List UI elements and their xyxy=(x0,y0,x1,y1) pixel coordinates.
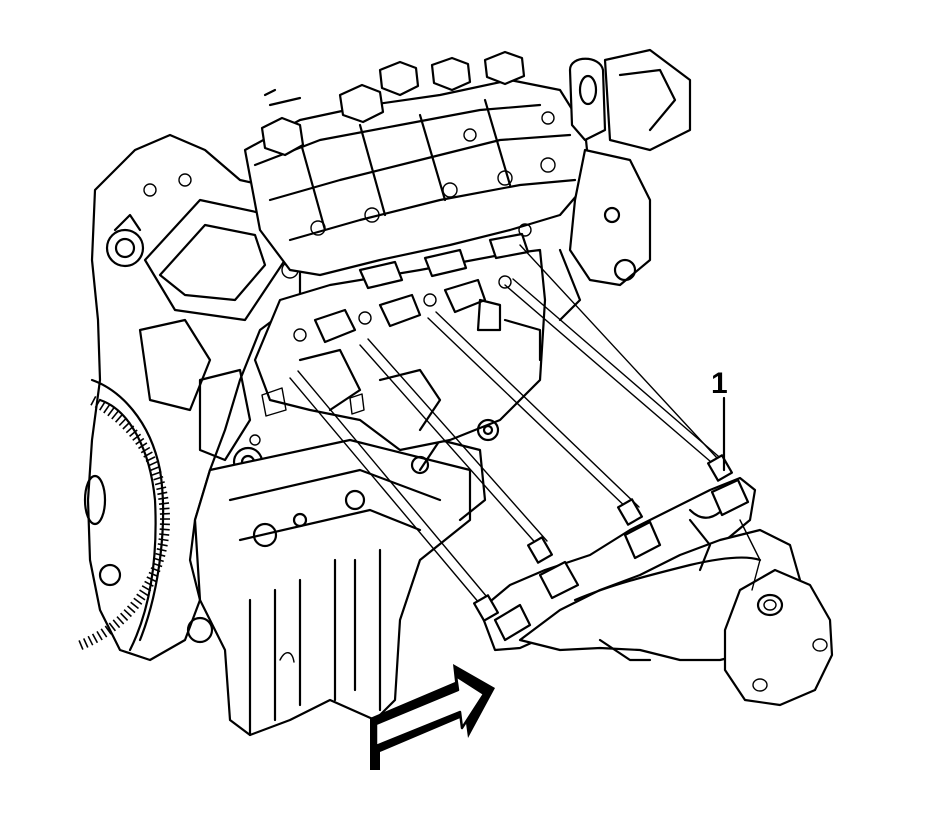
flywheel-tooth xyxy=(141,585,152,592)
flywheel-tooth xyxy=(157,543,168,547)
flywheel-tooth xyxy=(87,635,94,646)
flywheel-tooth xyxy=(94,398,102,409)
oil-pan xyxy=(193,438,487,737)
flywheel-tooth xyxy=(122,421,131,430)
flywheel-tooth xyxy=(125,425,135,434)
flywheel-tooth xyxy=(150,567,161,573)
flywheel-tooth xyxy=(133,597,143,605)
flywheel-tooth xyxy=(111,410,119,420)
flywheel-tooth xyxy=(126,605,136,614)
flywheel-tooth xyxy=(159,507,170,510)
flywheel-tooth xyxy=(154,481,165,486)
flywheel-tooth xyxy=(116,616,125,625)
flywheel-tooth xyxy=(147,460,158,467)
flywheel-tooth xyxy=(104,625,112,635)
flywheel-tooth xyxy=(153,557,164,563)
flywheel-tooth xyxy=(91,633,99,644)
intake-manifold xyxy=(243,48,692,322)
flywheel-tooth xyxy=(144,580,154,587)
flywheel-tooth xyxy=(129,429,138,438)
stud-alignment-lines xyxy=(289,244,731,611)
flywheel-tooth xyxy=(107,407,115,417)
engine-block xyxy=(78,133,302,662)
flywheel-tooth xyxy=(123,609,132,618)
flywheel-tooth xyxy=(143,451,153,458)
flywheel-tooth xyxy=(112,619,121,629)
flywheel-tooth xyxy=(158,538,169,542)
flywheel-tooth xyxy=(138,442,148,450)
flywheel-tooth xyxy=(157,491,168,496)
flywheel-tooth xyxy=(99,401,106,411)
flywheel-tooth xyxy=(103,404,111,414)
flywheel-tooth xyxy=(158,496,169,500)
flywheel-tooth xyxy=(114,414,123,423)
flywheel-tooth xyxy=(108,622,117,632)
callout-label: 1 xyxy=(711,367,728,400)
flywheel-tooth xyxy=(151,470,162,476)
flywheel-tooth xyxy=(118,417,127,427)
flywheel-tooth xyxy=(159,533,170,536)
flywheel-tooth xyxy=(96,630,103,641)
flywheel-tooth xyxy=(90,396,97,406)
flywheel-tooth xyxy=(120,612,129,621)
flywheel-tooth xyxy=(153,475,164,481)
flywheel-tooth xyxy=(78,640,84,650)
installation-direction-arrow-icon xyxy=(370,664,495,770)
flywheel-tooth xyxy=(135,437,145,445)
flywheel-tooth xyxy=(100,628,108,638)
callout-1: 1 xyxy=(711,367,728,472)
flywheel-tooth xyxy=(156,486,167,491)
flywheel-teeth xyxy=(78,396,171,650)
flywheel-tooth xyxy=(130,601,140,610)
flywheel-tooth xyxy=(132,433,142,441)
flywheel-tooth xyxy=(136,593,146,601)
flywheel-tooth xyxy=(158,502,170,505)
cylinder-head xyxy=(253,223,547,475)
flywheel-tooth xyxy=(159,528,170,531)
flywheel-tooth xyxy=(145,456,156,463)
flywheel-tooth xyxy=(148,571,159,578)
flywheel-tooth xyxy=(155,552,166,557)
flywheel-tooth xyxy=(159,512,170,515)
exhaust-manifold xyxy=(472,454,834,707)
flywheel-tooth xyxy=(149,465,160,472)
flywheel-tooth xyxy=(140,446,151,454)
flywheel-tooth xyxy=(82,638,89,648)
flywheel-tooth xyxy=(146,576,157,583)
flywheel-tooth xyxy=(139,589,149,597)
flywheel-tooth xyxy=(156,548,167,552)
flywheel-tooth xyxy=(152,562,163,568)
